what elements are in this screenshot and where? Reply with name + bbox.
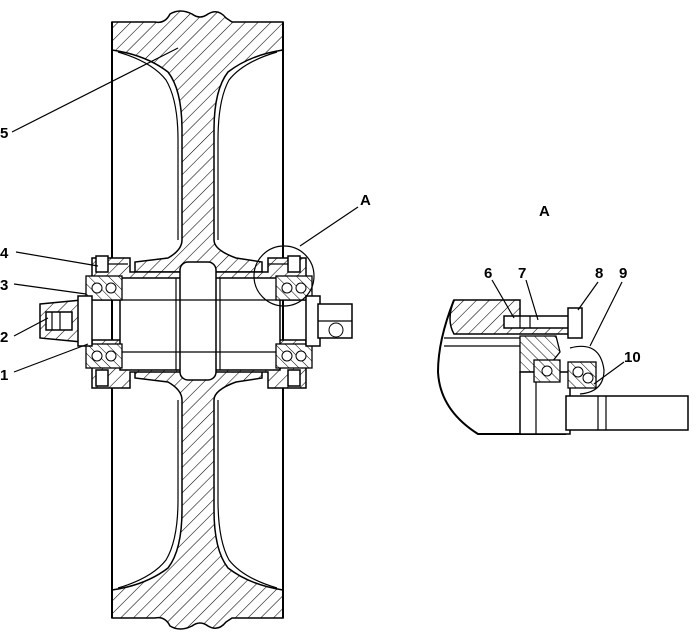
cover-bolts [95, 255, 301, 387]
label-6: 6 [484, 265, 492, 282]
detail-view-a: A 6 7 8 9 [436, 203, 689, 435]
right-axle-end [305, 295, 353, 347]
label-1: 1 [0, 367, 8, 384]
left-bearing [85, 275, 123, 369]
right-bearing [275, 275, 313, 369]
label-5: 5 [0, 125, 8, 142]
label-8: 8 [595, 265, 603, 282]
section-ref-label: A [360, 192, 371, 209]
label-3: 3 [0, 277, 8, 294]
hub-housing [91, 257, 307, 389]
detail-title: A [539, 203, 550, 220]
main-section-view: 5 4 3 2 1 A [0, 10, 371, 630]
left-axle-end [39, 295, 93, 347]
label-7: 7 [518, 265, 526, 282]
label-4: 4 [0, 245, 9, 262]
label-10: 10 [624, 349, 641, 366]
label-9: 9 [619, 265, 627, 282]
label-2: 2 [0, 329, 8, 346]
roller-body [111, 10, 284, 630]
detail-circle-a [253, 245, 315, 307]
